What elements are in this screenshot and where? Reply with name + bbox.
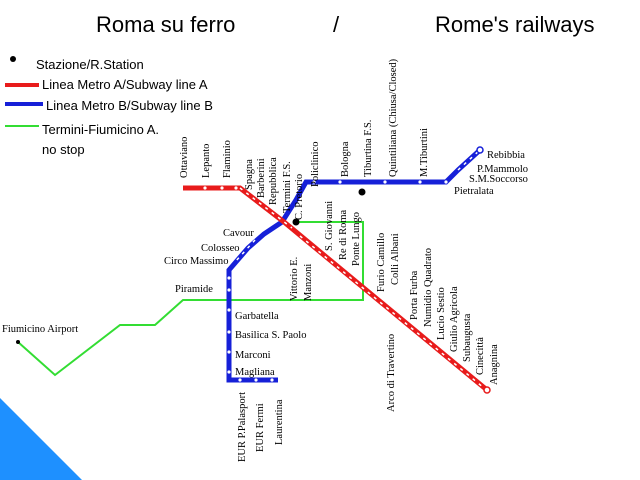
label-bologna: Bologna xyxy=(340,141,351,177)
label-cavour: Cavour xyxy=(223,228,254,239)
label-mammolo: P.Mammolo xyxy=(477,164,528,175)
label-fiumicino: Fiumicino Airport xyxy=(2,324,78,335)
label-colli: Colli Albani xyxy=(390,233,401,285)
label-soccorso: S.M.Soccorso xyxy=(469,174,528,185)
label-laurentina: Laurentina xyxy=(274,399,285,445)
tiburtina-dot xyxy=(358,188,366,196)
label-lepanto: Lepanto xyxy=(201,144,212,178)
label-numidio: Numidio Quadrato xyxy=(423,248,434,327)
label-quintiliana: Quintiliana (Chiusa/Closed) xyxy=(388,58,399,177)
label-anagnina: Anagnina xyxy=(489,344,500,385)
label-repubblica: Repubblica xyxy=(268,157,279,205)
line-a xyxy=(183,185,491,394)
title-english: Rome's railways xyxy=(435,12,595,37)
label-manzoni: Manzoni xyxy=(303,264,314,301)
label-pontelungo: Ponte Lungo xyxy=(351,212,362,266)
line-b xyxy=(226,148,482,383)
label-marconi: Marconi xyxy=(235,350,271,361)
label-arco: Arco di Travertino xyxy=(386,334,397,412)
fiumicino-dot xyxy=(16,340,20,344)
label-mtiburtini: M.Tiburtini xyxy=(419,128,430,177)
label-giulio: Giulio Agricola xyxy=(449,286,460,352)
label-rediroma: Re di Roma xyxy=(338,209,349,260)
legend-airport-nostop: no stop xyxy=(42,142,85,157)
label-piramide: Piramide xyxy=(175,284,213,295)
label-basilica: Basilica S. Paolo xyxy=(235,330,306,341)
label-tiburtina: Tiburtina F.S. xyxy=(363,120,374,177)
title-italian: Roma su ferro xyxy=(96,12,236,37)
label-circo-massimo: Circo Massimo xyxy=(164,256,228,267)
legend-station-dot xyxy=(10,56,16,62)
airport-line xyxy=(17,221,364,377)
label-pretorio: C. Pretorio xyxy=(294,174,305,220)
legend-station-label: Stazione/R.Station xyxy=(36,57,144,72)
label-palasport: EUR P.Palasport xyxy=(237,392,248,462)
termini-dot xyxy=(292,218,300,226)
label-fermi: EUR Fermi xyxy=(255,403,266,452)
label-barberini: Barberini xyxy=(256,158,267,198)
label-garbatella: Garbatella xyxy=(235,311,279,322)
legend-airport-label: Termini-Fiumicino A. xyxy=(42,122,160,137)
legend-line-b-label: Linea Metro B/Subway line B xyxy=(46,98,213,113)
label-magliana: Magliana xyxy=(235,367,275,378)
label-spagna: Spagna xyxy=(244,159,255,190)
label-portafurba: Porta Furba xyxy=(409,270,420,320)
label-cinecitta: Cinecittà xyxy=(475,337,486,375)
corner-triangle xyxy=(0,398,82,480)
label-pietralata: Pietralata xyxy=(454,186,494,197)
label-flaminio: Flaminio xyxy=(222,140,233,178)
label-lucio: Lucio Sestio xyxy=(436,287,447,340)
rebibbia-dot xyxy=(476,146,484,154)
label-furio: Furio Camillo xyxy=(376,233,387,292)
legend-line-a-label: Linea Metro A/Subway line A xyxy=(42,77,208,92)
label-ottaviano: Ottaviano xyxy=(179,137,190,178)
label-colosseo: Colosseo xyxy=(201,243,240,254)
label-subaugusta: Subaugusta xyxy=(462,313,473,362)
label-policlinico: Policlinico xyxy=(310,142,321,188)
label-termini: Termini F.S. xyxy=(282,161,293,213)
label-vittorio: Vittorio E. xyxy=(289,257,300,301)
label-sgiovanni: S. Giovanni xyxy=(324,201,335,251)
title-separator: / xyxy=(333,12,340,37)
label-rebibbia: Rebibbia xyxy=(487,150,525,161)
